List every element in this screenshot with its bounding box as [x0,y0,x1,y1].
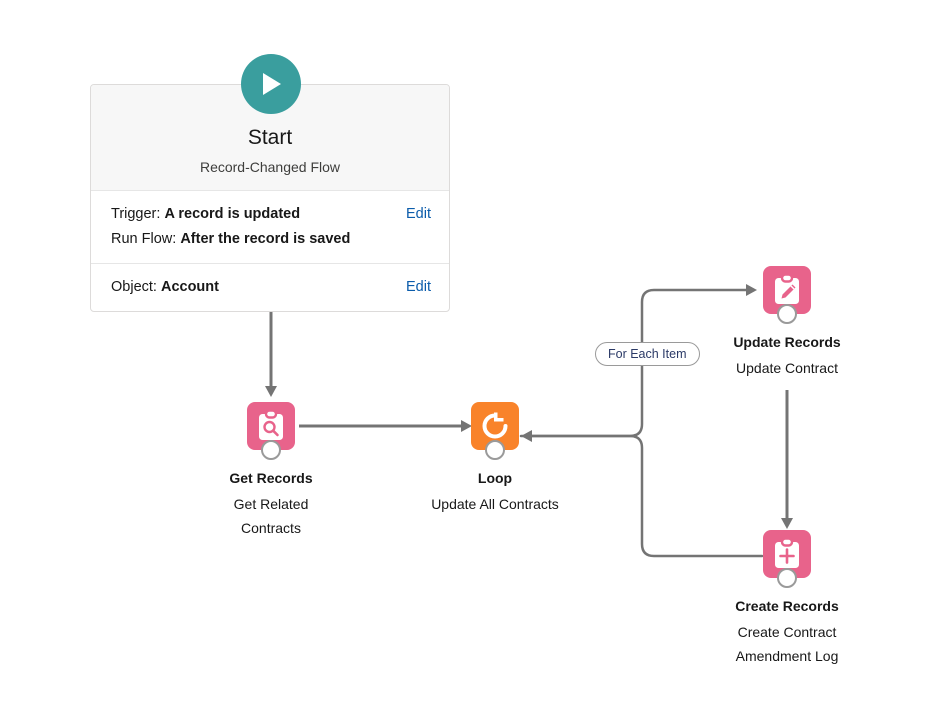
run-flow-value: After the record is saved [180,231,351,247]
play-icon [241,54,301,114]
start-object-row: Object: Account Edit [91,263,449,311]
clipboard-plus-icon [763,530,811,588]
object-value: Account [160,279,219,295]
start-object-line: Object: Account [111,275,219,300]
node-connector-dot[interactable] [261,440,281,460]
start-trigger-line: Trigger: A record is updated [111,202,350,227]
start-node-card[interactable]: Start Record-Changed Flow Trigger: A rec… [90,84,450,312]
trigger-value: A record is updated [164,206,301,222]
trigger-label: Trigger: [111,206,165,222]
flow-node-get-records[interactable]: Get Records Get Related Contracts [191,402,351,540]
node-sublabel: Update Contract [736,360,838,376]
edit-trigger-link[interactable]: Edit [406,206,431,222]
loop-connector-label[interactable]: For Each Item [595,342,700,366]
clipboard-search-icon [247,402,295,460]
node-connector-dot[interactable] [777,568,797,588]
node-connector-dot[interactable] [777,304,797,324]
run-flow-label: Run Flow: [111,231,181,247]
edit-object-link[interactable]: Edit [406,279,431,295]
flow-node-update-records[interactable]: Update Records Update Contract [707,266,867,380]
start-title: Start [247,126,293,149]
connector-update-records-to-create-records [781,390,793,529]
loop-refresh-icon [471,402,519,460]
node-label: Get Records [229,470,313,486]
node-sublabel: Update All Contracts [431,496,559,512]
node-label: Loop [477,470,513,486]
node-sublabel: Get Related Contracts [233,496,309,536]
flow-node-loop[interactable]: Loop Update All Contracts [415,402,575,516]
flow-node-create-records[interactable]: Create Records Create Contract Amendment… [707,530,867,668]
object-label: Object: [111,279,161,295]
start-trigger-row: Trigger: A record is updated Run Flow: A… [91,191,449,263]
clipboard-pencil-icon [763,266,811,324]
node-label: Create Records [735,598,839,614]
connector-start-to-get-records [265,303,277,397]
start-runflow-line: Run Flow: After the record is saved [111,227,350,252]
node-sublabel: Create Contract Amendment Log [735,624,839,664]
node-connector-dot[interactable] [485,440,505,460]
node-label: Update Records [733,334,841,350]
start-subtitle: Record-Changed Flow [199,159,341,175]
